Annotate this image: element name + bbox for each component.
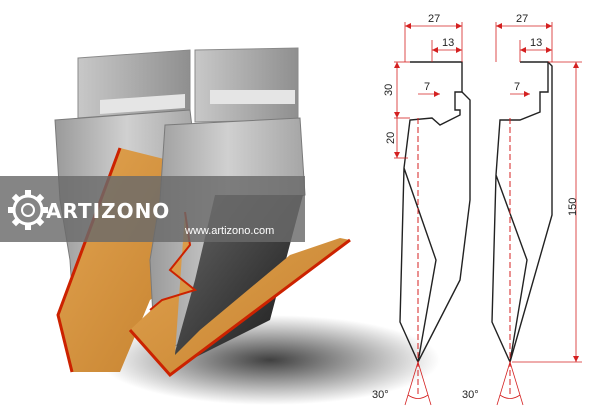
drawing-left: 27 13 30 20 7 30° [372, 13, 471, 406]
dim-label-30-left: 30 [383, 84, 395, 96]
punch-back-edge-right [509, 61, 553, 363]
watermark-url: www.artizono.com [184, 225, 274, 237]
watermark-brand: ARTIZONO [46, 199, 170, 223]
punch-back-edge-left [417, 91, 471, 363]
dim-label-13-left: 13 [442, 37, 454, 49]
watermark: ARTIZONO www.artizono.com [0, 176, 305, 242]
dim-label-7-left: 7 [424, 81, 430, 93]
punch-outline-right [491, 61, 549, 365]
angle-label-right: 30° [462, 389, 479, 401]
dim-label-7-right: 7 [514, 81, 520, 93]
dim-label-27-right: 27 [516, 13, 528, 25]
watermark-band [0, 176, 305, 242]
drawing-right: 27 13 7 150 30° [462, 13, 582, 406]
angle-label-left: 30° [372, 389, 389, 401]
dim-label-20-left: 20 [385, 132, 397, 144]
dim-label-27-left: 27 [428, 13, 440, 25]
dim-label-150-right: 150 [567, 198, 579, 216]
punch-outline-left [399, 61, 463, 365]
dim-label-13-right: 13 [530, 37, 542, 49]
